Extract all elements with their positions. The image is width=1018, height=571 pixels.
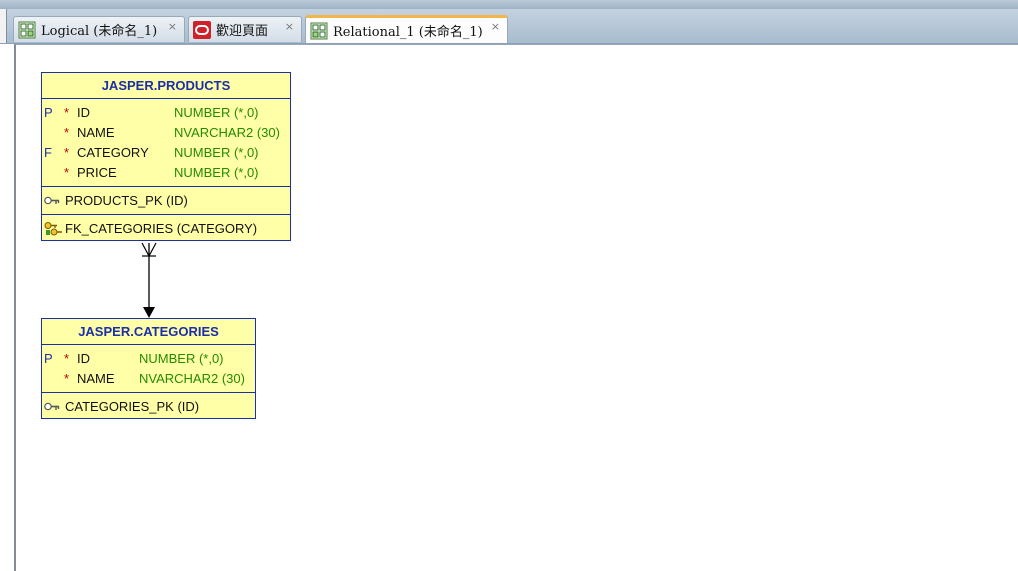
- table-products[interactable]: JASPER.PRODUCTS P * ID NUMBER (*,0) * NA…: [41, 72, 291, 241]
- tab-logical-close-icon[interactable]: ×: [167, 20, 177, 33]
- column-key: P: [44, 351, 53, 366]
- column-type: NVARCHAR2 (30): [139, 371, 245, 386]
- column-type: NUMBER (*,0): [174, 105, 259, 120]
- required-mark: *: [64, 105, 70, 120]
- primary-key-section: CATEGORIES_PK (ID): [42, 393, 255, 420]
- tab-logical-label: Logical (未命名_1): [41, 24, 158, 39]
- column-name: ID: [77, 105, 90, 120]
- foreign-key-icon: [44, 221, 62, 236]
- column-row: P * ID NUMBER (*,0): [42, 349, 255, 369]
- column-name: NAME: [77, 125, 115, 140]
- required-mark: *: [64, 371, 70, 386]
- column-name: NAME: [77, 371, 115, 386]
- window-top-strip: [0, 0, 1018, 9]
- key-icon: [44, 194, 61, 207]
- foreign-key-section: FK_CATEGORIES (CATEGORY): [42, 215, 290, 242]
- column-name: ID: [77, 351, 90, 366]
- column-key: P: [44, 105, 53, 120]
- primary-key-label: PRODUCTS_PK (ID): [65, 193, 188, 208]
- table-products-title: JASPER.PRODUCTS: [42, 73, 290, 99]
- column-name: CATEGORY: [77, 145, 149, 160]
- required-mark: *: [64, 165, 70, 180]
- foreign-key-label: FK_CATEGORIES (CATEGORY): [65, 221, 258, 236]
- left-pane: [0, 44, 15, 571]
- column-row: P * ID NUMBER (*,0): [42, 103, 290, 123]
- required-mark: *: [64, 145, 70, 160]
- column-type: NVARCHAR2 (30): [174, 125, 280, 140]
- tab-welcome-close-icon[interactable]: ×: [284, 20, 294, 33]
- table-categories[interactable]: JASPER.CATEGORIES P * ID NUMBER (*,0) * …: [41, 318, 256, 419]
- required-mark: *: [64, 351, 70, 366]
- column-type: NUMBER (*,0): [174, 165, 259, 180]
- table-categories-title: JASPER.CATEGORIES: [42, 319, 255, 345]
- table-categories-columns: P * ID NUMBER (*,0) * NAME NVARCHAR2 (30…: [42, 345, 255, 393]
- column-name: PRICE: [77, 165, 117, 180]
- column-row: * PRICE NUMBER (*,0): [42, 163, 290, 183]
- column-key: F: [44, 145, 52, 160]
- oracle-icon: [193, 20, 211, 39]
- primary-key-label: CATEGORIES_PK (ID): [65, 399, 200, 414]
- primary-key-section: PRODUCTS_PK (ID): [42, 187, 290, 215]
- tab-welcome[interactable]: 歡迎頁面 ×: [188, 16, 302, 42]
- required-mark: *: [64, 125, 70, 140]
- tab-welcome-label: 歡迎頁面: [216, 24, 269, 39]
- tab-logical[interactable]: Logical (未命名_1) ×: [13, 16, 185, 42]
- tab-relational-label: Relational_1 (未命名_1): [333, 25, 483, 40]
- table-products-columns: P * ID NUMBER (*,0) * NAME NVARCHAR2 (30…: [42, 99, 290, 187]
- relational-model-icon: [310, 22, 328, 40]
- column-type: NUMBER (*,0): [139, 351, 224, 366]
- column-row: F * CATEGORY NUMBER (*,0): [42, 143, 290, 163]
- relationship-line[interactable]: [135, 239, 165, 321]
- tab-relational-close-icon[interactable]: ×: [490, 20, 500, 33]
- column-type: NUMBER (*,0): [174, 145, 259, 160]
- key-icon: [44, 400, 61, 413]
- column-row: * NAME NVARCHAR2 (30): [42, 369, 255, 389]
- tab-relational[interactable]: Relational_1 (未命名_1) ×: [305, 15, 508, 43]
- left-panel-edge: [0, 9, 7, 43]
- column-row: * NAME NVARCHAR2 (30): [42, 123, 290, 143]
- logical-model-icon: [18, 21, 36, 39]
